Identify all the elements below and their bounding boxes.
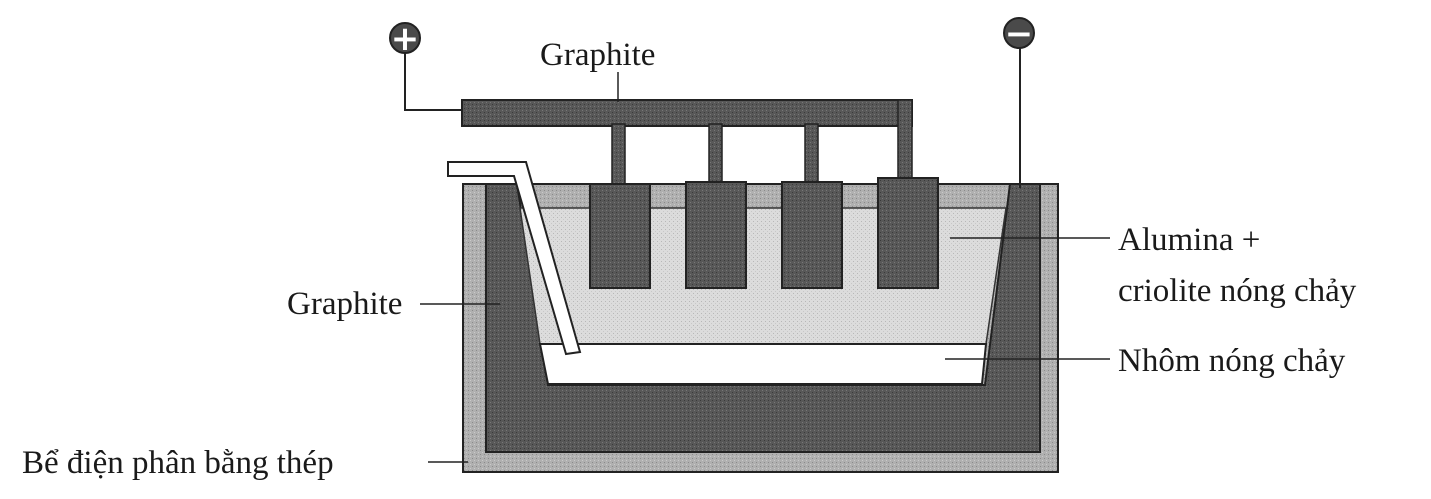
label-graphite-cathode: Graphite xyxy=(287,286,402,322)
anode-bus-drop xyxy=(897,99,913,185)
anode-block-3 xyxy=(781,181,843,289)
anode-block-4 xyxy=(877,177,939,289)
label-electrolyte-line2: criolite nóng chảy xyxy=(1118,273,1357,309)
negative-terminal-sign: − xyxy=(1005,14,1034,54)
positive-wire xyxy=(404,50,462,111)
label-electrolyte-line1: Alumina + xyxy=(1118,222,1260,258)
tapping-tube xyxy=(447,161,582,356)
anode-bus-bar xyxy=(461,99,913,127)
anode-block-1 xyxy=(589,183,651,289)
molten-aluminum-layer xyxy=(538,343,988,385)
anode-rod-1 xyxy=(611,123,626,185)
positive-terminal-sign: + xyxy=(391,19,420,59)
negative-terminal-icon xyxy=(1003,17,1035,49)
label-steel-tank: Bể điện phân bằng thép xyxy=(22,445,334,481)
anode-rod-3 xyxy=(804,123,819,185)
anode-rod-2 xyxy=(708,123,723,185)
positive-terminal-icon xyxy=(389,22,421,54)
anode-block-2 xyxy=(685,181,747,289)
label-graphite-anode: Graphite xyxy=(540,37,655,73)
label-molten-aluminum: Nhôm nóng chảy xyxy=(1118,343,1346,379)
